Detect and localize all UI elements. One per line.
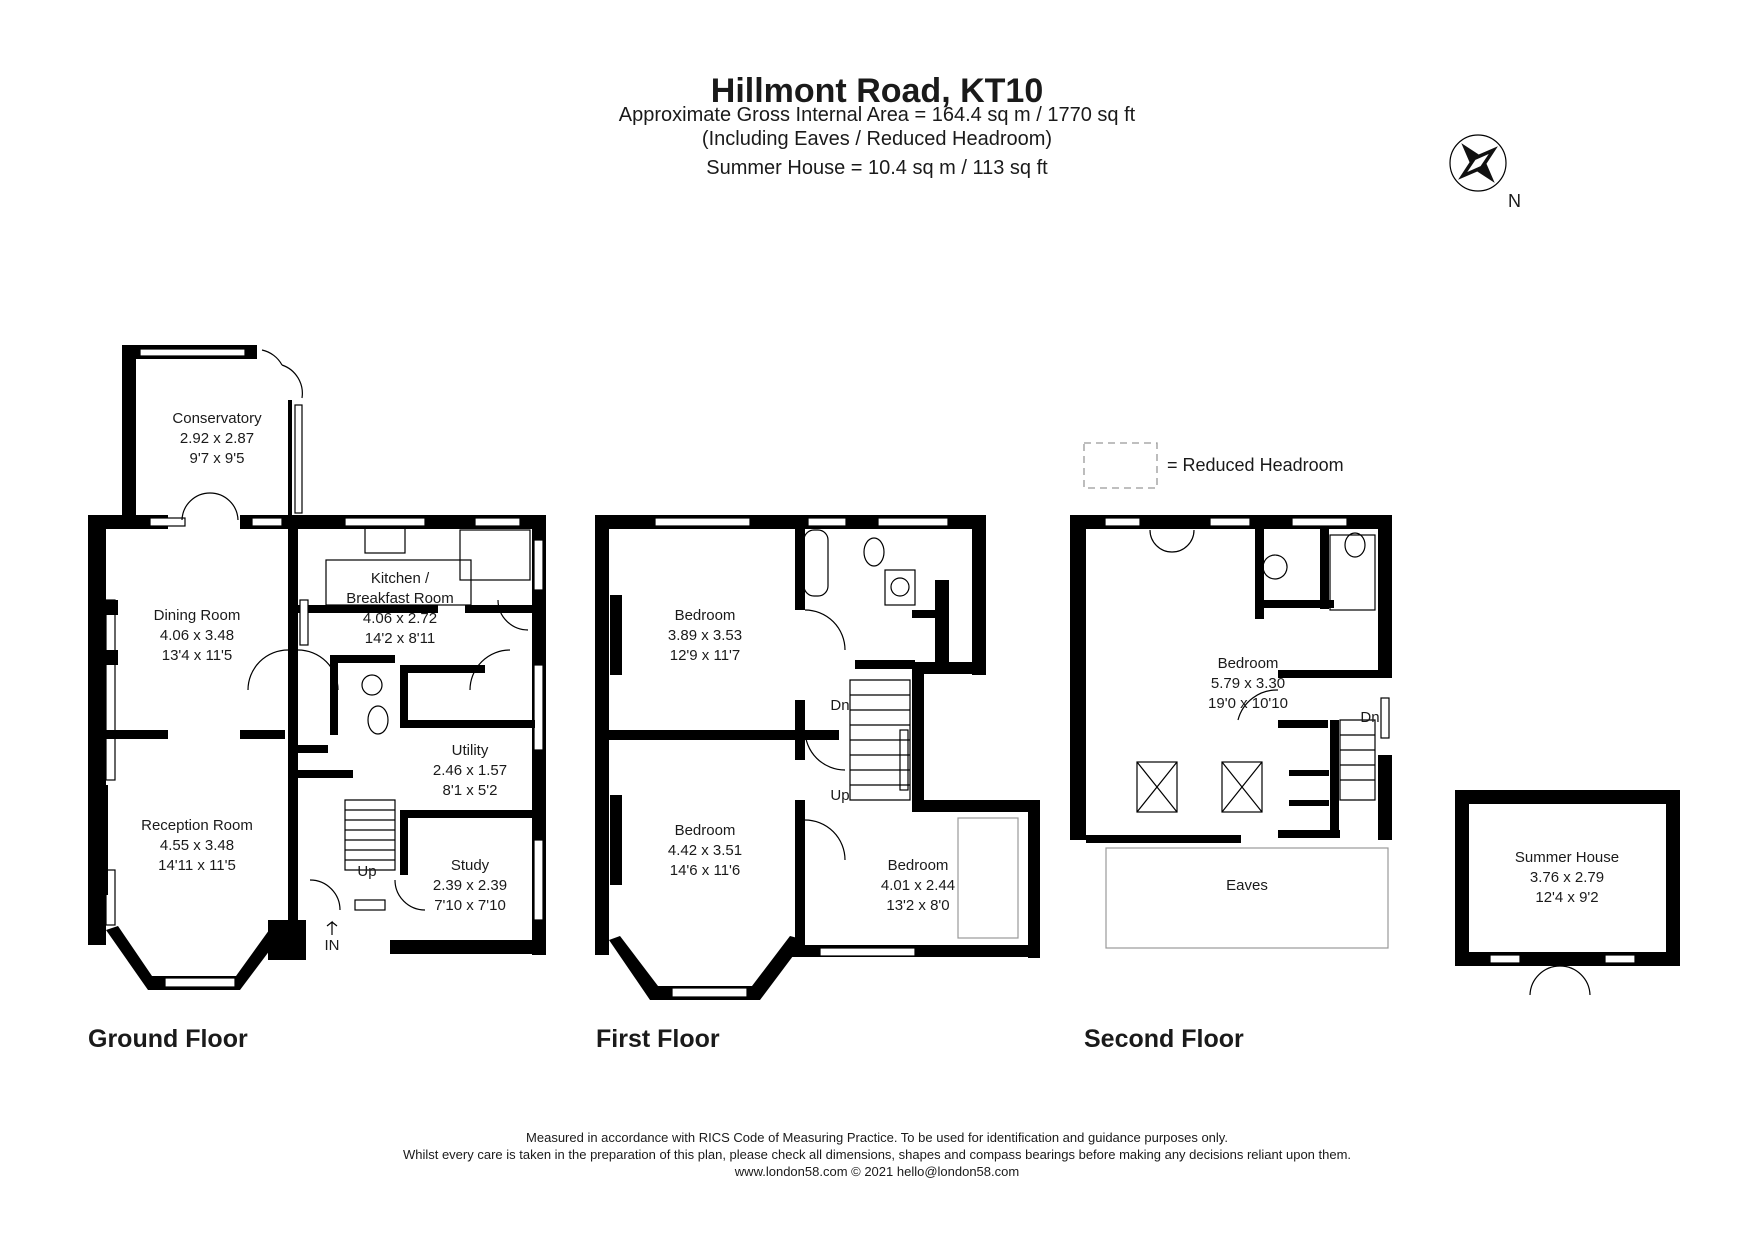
room-name-bed3: Bedroom xyxy=(888,857,949,874)
ground-floor-label: Ground Floor xyxy=(88,1025,248,1053)
room-imperial-reception: 14'11 x 11'5 xyxy=(158,857,236,874)
room-metric-bed-second: 5.79 x 3.30 xyxy=(1211,675,1285,692)
room-name-kitchen-2: Breakfast Room xyxy=(346,590,454,607)
footer-disclaimer-2: Whilst every care is taken in the prepar… xyxy=(402,1147,1352,1162)
room-name-kitchen-1: Kitchen / xyxy=(371,570,430,587)
compass-north-label: N xyxy=(1508,191,1521,211)
room-metric-reception: 4.55 x 3.48 xyxy=(160,837,234,854)
room-metric-conservatory: 2.92 x 2.87 xyxy=(180,430,254,447)
room-name-summer-house: Summer House xyxy=(1515,849,1619,866)
footer-disclaimer-1: Measured in accordance with RICS Code of… xyxy=(526,1130,1228,1145)
room-metric-utility: 2.46 x 1.57 xyxy=(433,762,507,779)
room-metric-study: 2.39 x 2.39 xyxy=(433,877,507,894)
room-imperial-bed1: 12'9 x 11'7 xyxy=(670,647,741,664)
first-floor-labels: Bedroom 3.89 x 3.53 12'9 x 11'7 Bedroom … xyxy=(668,607,955,914)
compass-rose-icon xyxy=(1449,134,1507,192)
room-imperial-bed3: 13'2 x 8'0 xyxy=(886,897,949,914)
room-metric-bed1: 3.89 x 3.53 xyxy=(668,627,742,644)
reduced-headroom-swatch xyxy=(1083,442,1158,489)
area-note-text: (Including Eaves / Reduced Headroom) xyxy=(701,128,1053,150)
room-imperial-bed-second: 19'0 x 10'10 xyxy=(1208,695,1288,712)
entrance-label: IN xyxy=(325,937,340,954)
gross-area-text: Approximate Gross Internal Area = 164.4 … xyxy=(618,104,1136,126)
room-imperial-bed2: 14'6 x 11'6 xyxy=(670,862,741,879)
ground-floor-labels: Conservatory 2.92 x 2.87 9'7 x 9'5 Dinin… xyxy=(141,410,507,954)
summer-house-plan xyxy=(1455,790,1680,996)
room-name-reception: Reception Room xyxy=(141,817,253,834)
room-metric-bed2: 4.42 x 3.51 xyxy=(668,842,742,859)
stair-down-label-second: Dn xyxy=(1360,709,1379,726)
plan-title: Hillmont Road, KT10 xyxy=(710,72,1044,110)
footer-contact: www.london58.com © 2021 hello@london58.c… xyxy=(734,1164,1020,1179)
room-metric-kitchen: 4.06 x 2.72 xyxy=(363,610,437,627)
summer-house-labels: Summer House 3.76 x 2.79 12'4 x 9'2 xyxy=(1515,849,1619,906)
room-name-study: Study xyxy=(451,857,490,874)
second-floor-labels: Bedroom 5.79 x 3.30 19'0 x 10'10 Eaves D… xyxy=(1208,655,1380,894)
room-imperial-utility: 8'1 x 5'2 xyxy=(443,782,498,799)
room-name-conservatory: Conservatory xyxy=(172,410,262,427)
stair-down-label: Dn xyxy=(830,697,849,714)
room-name-bed1: Bedroom xyxy=(675,607,736,624)
entrance-arrow-icon xyxy=(326,920,338,935)
room-metric-summer-house: 3.76 x 2.79 xyxy=(1530,869,1604,886)
ground-floor-plan xyxy=(88,345,546,990)
room-metric-bed3: 4.01 x 2.44 xyxy=(881,877,955,894)
room-name-bed2: Bedroom xyxy=(675,822,736,839)
room-name-dining: Dining Room xyxy=(154,607,241,624)
stair-up-label: Up xyxy=(357,863,376,880)
room-name-bed-second: Bedroom xyxy=(1218,655,1279,672)
room-name-utility: Utility xyxy=(452,742,489,759)
room-imperial-dining: 13'4 x 11'5 xyxy=(162,647,233,664)
legend-label: = Reduced Headroom xyxy=(1167,455,1344,475)
room-metric-dining: 4.06 x 3.48 xyxy=(160,627,234,644)
first-floor-label: First Floor xyxy=(596,1025,720,1053)
summer-house-area-text: Summer House = 10.4 sq m / 113 sq ft xyxy=(706,157,1048,179)
second-floor-plan xyxy=(1070,515,1392,949)
first-floor-plan xyxy=(595,515,1040,1000)
stair-up-label-first: Up xyxy=(830,787,849,804)
room-imperial-summer-house: 12'4 x 9'2 xyxy=(1535,889,1598,906)
room-name-eaves: Eaves xyxy=(1226,877,1268,894)
second-floor-label: Second Floor xyxy=(1084,1025,1244,1053)
room-imperial-kitchen: 14'2 x 8'11 xyxy=(365,630,436,647)
room-imperial-conservatory: 9'7 x 9'5 xyxy=(190,450,245,467)
room-imperial-study: 7'10 x 7'10 xyxy=(434,897,506,914)
